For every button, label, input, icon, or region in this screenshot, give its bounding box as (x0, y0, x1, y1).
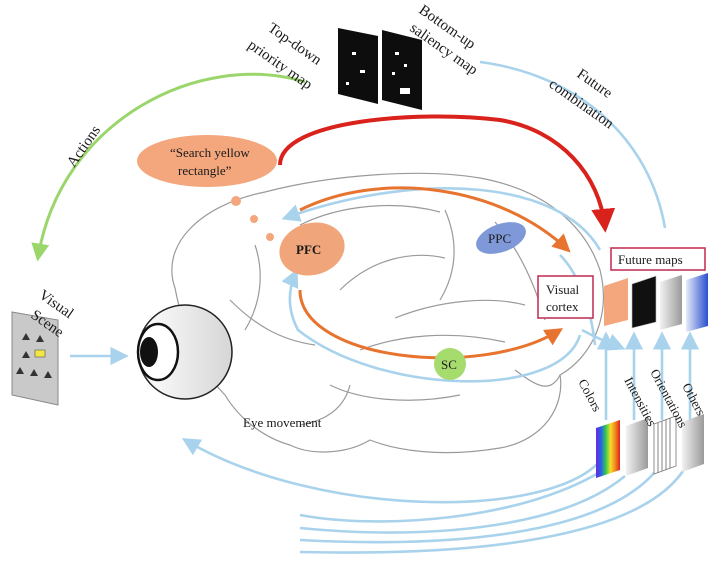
search-callout: “Search yellow rectangle” (137, 135, 277, 241)
pfc-region (279, 222, 345, 276)
scene-triangle (16, 367, 24, 374)
colors-map (596, 420, 620, 478)
future-map-grey (660, 275, 682, 330)
intensities-map (626, 418, 648, 476)
scene-triangle (22, 333, 30, 340)
feature-map-cards (596, 414, 704, 478)
blue-arc-bottom (281, 268, 582, 383)
future-map-black (631, 275, 657, 329)
ppc-region (476, 222, 526, 254)
ppc-label: PPC (488, 231, 511, 246)
future-map-blue (686, 273, 708, 332)
feature-fan-1 (299, 470, 601, 523)
blue-arc-top (281, 187, 602, 251)
scene-triangle (44, 371, 52, 378)
visual-cortex-label-line1: Visual (546, 282, 580, 297)
future-maps-box: Future maps (610, 247, 706, 271)
sc-label: SC (441, 357, 457, 372)
scene-yellow-rectangle (34, 349, 46, 358)
top-down-priority-map (338, 28, 378, 104)
top-down-red-arrow (278, 114, 616, 233)
future-map-orange (604, 278, 628, 326)
brain-outline (171, 172, 604, 454)
priority-map-cards (338, 28, 422, 110)
feature-fan-4 (299, 467, 687, 554)
search-callout-line2: rectangle” (178, 163, 232, 178)
future-combination-arrow (479, 60, 667, 229)
scene-triangle (22, 351, 30, 358)
future-map-cards (604, 273, 708, 332)
actions-label: Actions (64, 123, 104, 171)
visual-cortex-box: Visual cortex (537, 275, 594, 319)
feedback-arrows (70, 60, 700, 554)
bottom-up-saliency-map (382, 30, 422, 110)
feature-fan-3 (299, 471, 656, 544)
feature-fan-2 (299, 474, 626, 534)
sc-region (434, 348, 466, 380)
colors-label: Colors (575, 376, 605, 414)
scene-triangle (30, 369, 38, 376)
visual-cortex-label-line2: cortex (546, 299, 579, 314)
orientations-map (653, 415, 677, 475)
features-to-eye-return (181, 438, 606, 504)
future-maps-label: Future maps (618, 252, 683, 267)
visual-scene-panel (11, 311, 59, 406)
eye-icon (136, 304, 233, 400)
cortex-to-future-maps-1 (581, 328, 626, 351)
search-callout-line1: “Search yellow (170, 145, 250, 160)
eye-movement-label: Eye movement (243, 415, 322, 430)
orange-loop (298, 186, 571, 360)
scene-triangle (36, 335, 44, 342)
pfc-label: PFC (296, 242, 321, 257)
others-map (682, 414, 704, 472)
actions-green-arrow (31, 72, 306, 262)
